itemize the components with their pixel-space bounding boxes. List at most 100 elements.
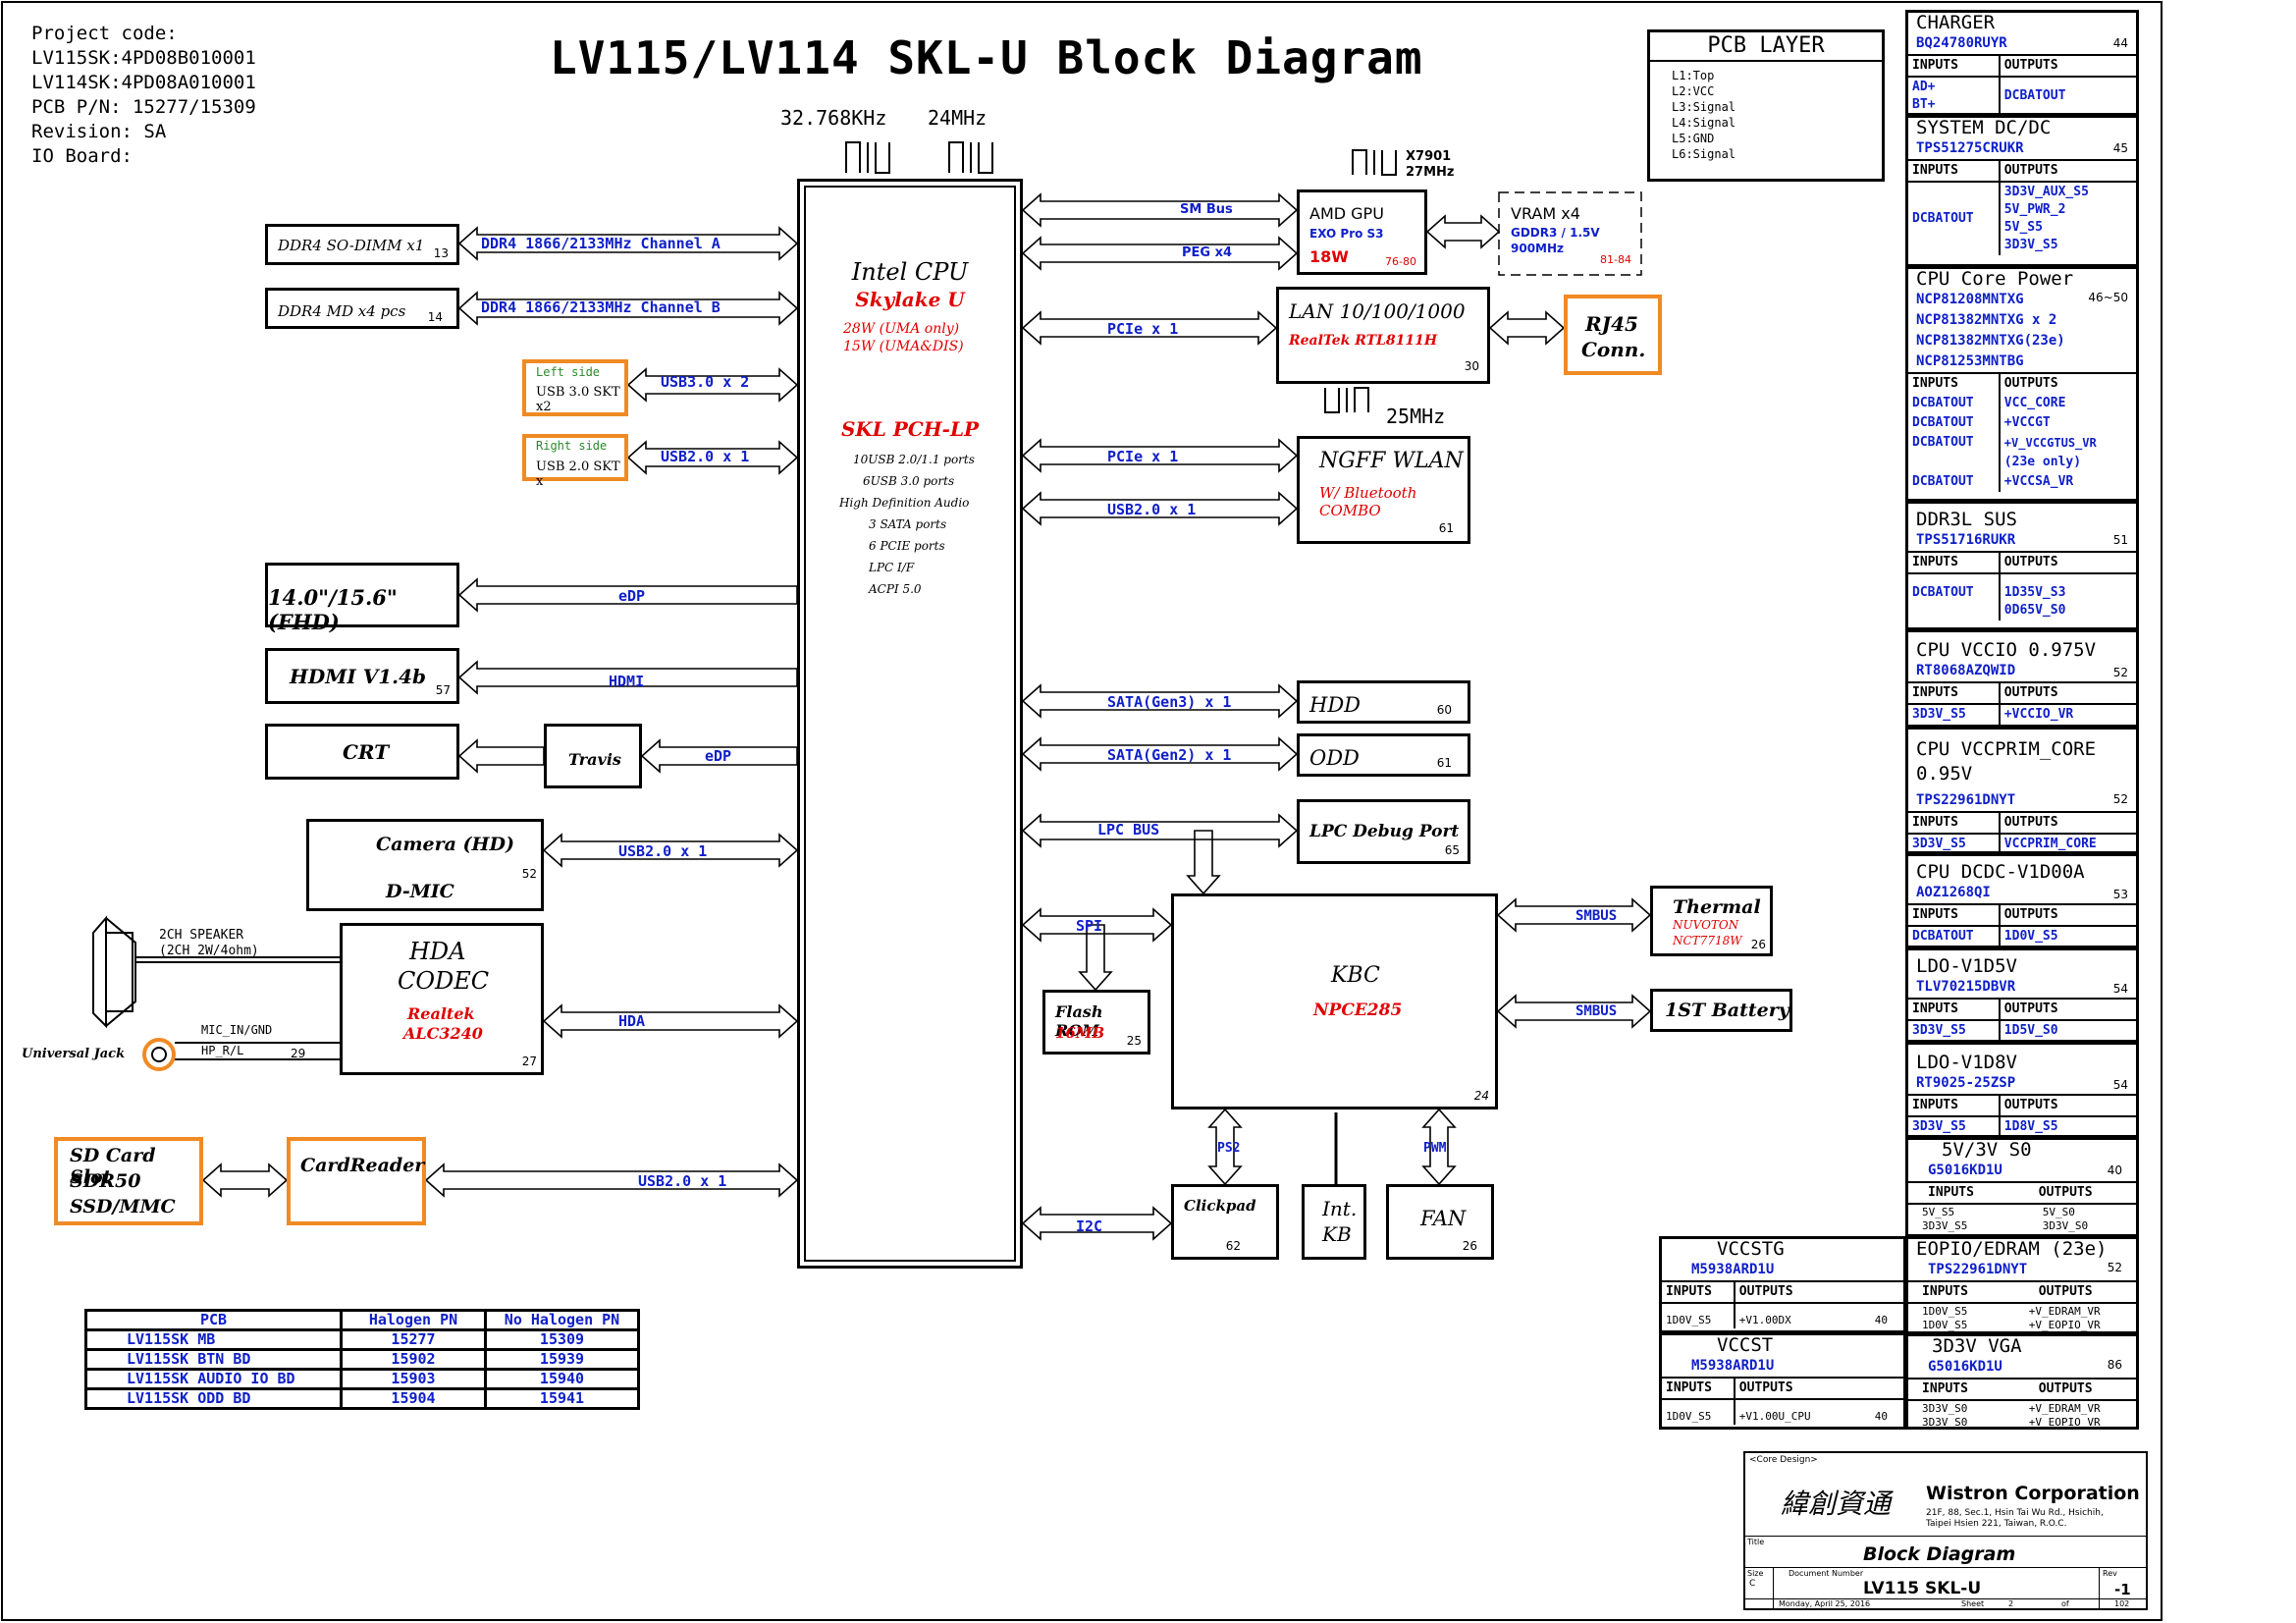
io-head: INPUTS (1908, 811, 2001, 834)
dimm-block[interactable]: DDR4 SO-DIMM x1 13 (265, 224, 459, 265)
cpu-tdp-dis: 15W (UMA&DIS) (843, 339, 964, 354)
company-name: Wistron Corporation (1926, 1483, 2140, 1504)
smbus-battery-arrow (1496, 994, 1652, 1029)
codec-line1: HDA (409, 938, 466, 965)
feature: LPC I/F (869, 561, 915, 574)
power-chip: M5938ARD1U (1691, 1358, 1775, 1374)
vram-line1: VRAM x4 (1511, 204, 1580, 223)
camera-block[interactable]: Camera (HD) D-MIC 52 (306, 819, 544, 911)
io-in: 3D3V_S5 (1908, 1115, 2001, 1135)
io-out: 1D8V_S5 (1999, 1115, 2136, 1135)
hda-arrow (542, 1003, 799, 1039)
power-title: CPU DCDC-V1D00A (1916, 861, 2085, 883)
address-2: Taipei Hsien 221, Taiwan, R.O.C. (1926, 1519, 2067, 1529)
io-head: OUTPUTS (1999, 681, 2136, 704)
lan-block[interactable]: LAN 10/100/1000 RealTek RTL8111H 30 (1276, 287, 1490, 384)
bus-smbus-battery: SMBUS (1575, 1003, 1618, 1019)
cpu-codename: Skylake U (855, 288, 965, 311)
hdd-label: HDD (1309, 693, 1361, 717)
tb-vline (2099, 1567, 2100, 1610)
pcb-cell: LV115SK AUDIO IO BD (84, 1368, 343, 1390)
power-page: 44 (2112, 36, 2128, 50)
lpc-kbc-arrow (1186, 830, 1221, 895)
project-line: Revision: SA (31, 121, 167, 142)
codec-block[interactable]: HDA CODEC Realtek ALC3240 27 (340, 923, 544, 1075)
vram-block[interactable]: VRAM x4 GDDR3 / 1.5V 900MHz 81-84 (1499, 192, 1641, 275)
kbc-block[interactable]: KBC NPCE285 24 (1171, 893, 1498, 1109)
hdd-block[interactable]: HDD 60 (1297, 680, 1470, 724)
sd-slot[interactable]: SD Card Slot SDR50 SSD/MMC (54, 1137, 203, 1225)
lpc-debug-block[interactable]: LPC Debug Port 65 (1297, 799, 1470, 864)
usb3-socket[interactable]: Left side USB 3.0 SKT x2 (522, 359, 628, 416)
gpu-crystal-freq: 27MHz (1406, 165, 1455, 180)
usb2-cardreader-arrow (424, 1163, 799, 1198)
power-page: 40 (1874, 1314, 1888, 1326)
pcb-layer-list: L1:Top L2:VCC L3:Signal L4:Signal L5:GND… (1650, 62, 1882, 162)
thermal-block[interactable]: Thermal NUVOTON NCT7718W 26 (1650, 886, 1773, 956)
io-head: INPUTS (1908, 159, 2001, 182)
rev-label: Rev (2103, 1569, 2117, 1578)
gpu-line2: EXO Pro S3 (1309, 227, 1384, 241)
codec-page: 27 (521, 1055, 537, 1068)
of-value: 102 (2114, 1599, 2130, 1608)
battery-block[interactable]: 1ST Battery (1650, 989, 1792, 1032)
gpu-block[interactable]: AMD GPU EXO Pro S3 18W 76-80 (1297, 189, 1427, 275)
io-in: AD+BT+ (1908, 76, 2001, 113)
power-page: 40 (1874, 1410, 1888, 1423)
usb2-socket[interactable]: Right side USB 2.0 SKT x (522, 434, 628, 489)
pcb-cell: 15904 (340, 1387, 487, 1410)
cardreader-block[interactable]: CardReader (287, 1137, 426, 1225)
page-title: LV115/LV114 SKL-U Block Diagram (550, 31, 1423, 84)
hdmi-block[interactable]: HDMI V1.4b 57 (265, 648, 459, 704)
rj45-block[interactable]: RJ45 Conn. (1564, 295, 1662, 375)
int-kb-block[interactable]: Int. KB (1302, 1184, 1366, 1260)
power-page: 51 (2112, 533, 2128, 547)
tb-vline (1773, 1567, 1774, 1610)
io-in: 1D0V_S5 (1662, 1302, 1735, 1328)
flash-rom-block[interactable]: Flash ROM 16MB 25 (1042, 990, 1150, 1055)
power-title-2: 0.95V (1916, 763, 1973, 784)
gpu-crystal: X7901 (1406, 149, 1452, 164)
panel-block[interactable]: 14.0"/15.6" (FHD) (265, 563, 459, 634)
power-chip: TPS22961DNYT (1928, 1262, 2028, 1277)
power-page: 52 (2112, 792, 2128, 806)
odd-block[interactable]: ODD 61 (1297, 733, 1470, 777)
rail: BT+ (1912, 97, 1936, 112)
md-block[interactable]: DDR4 MD x4 pcs 14 (265, 288, 459, 329)
rail: +V1.00U_CPU (1738, 1410, 1811, 1423)
flash-line2: 16MB (1055, 1024, 1105, 1042)
bus-usb3: USB3.0 x 2 (661, 373, 750, 391)
gpu-vram-arrow (1425, 214, 1501, 249)
travis-block[interactable]: Travis (544, 724, 642, 788)
power-chip: TPS51716RUKR (1916, 532, 2016, 548)
usb3-arrow (626, 367, 799, 403)
rail: 5V_S5 (2003, 220, 2043, 235)
power-chip: TLV70215DBVR (1916, 979, 2016, 995)
odd-label: ODD (1309, 746, 1360, 770)
wlan-block[interactable]: NGFF WLAN W/ Bluetooth COMBO 61 (1297, 436, 1470, 544)
project-info: Project code: LV115SK:4PD08B010001 LV114… (31, 22, 256, 169)
feature: 6 PCIE ports (869, 539, 945, 553)
power-title: CPU VCCIO 0.975V (1916, 639, 2097, 661)
io-head: OUTPUTS (1999, 1094, 2136, 1116)
dimm-label: DDR4 SO-DIMM x1 (278, 237, 425, 254)
wlan-line3: COMBO (1319, 502, 1381, 519)
io-out: +V_VCCGTUS_VR (2003, 436, 2097, 450)
crt-block[interactable]: CRT (265, 724, 459, 780)
feature: ACPI 5.0 (869, 582, 922, 596)
power-title: CHARGER (1916, 12, 1996, 33)
power-title: CPU VCCPRIM_CORE (1916, 738, 2097, 760)
clickpad-block[interactable]: Clickpad 62 (1171, 1184, 1279, 1260)
fan-block[interactable]: FAN 26 (1386, 1184, 1494, 1260)
lpc-debug-label: LPC Debug Port (1309, 822, 1460, 841)
bus-smbus-thermal: SMBUS (1575, 908, 1618, 924)
layer-item: L4:Signal (1672, 116, 1736, 130)
cpu-name: Intel CPU (851, 258, 969, 286)
mic-label: MIC_IN/GND (201, 1023, 273, 1037)
bus-lpc: LPC BUS (1097, 821, 1160, 839)
rail: DCBATOUT (1912, 211, 1974, 226)
